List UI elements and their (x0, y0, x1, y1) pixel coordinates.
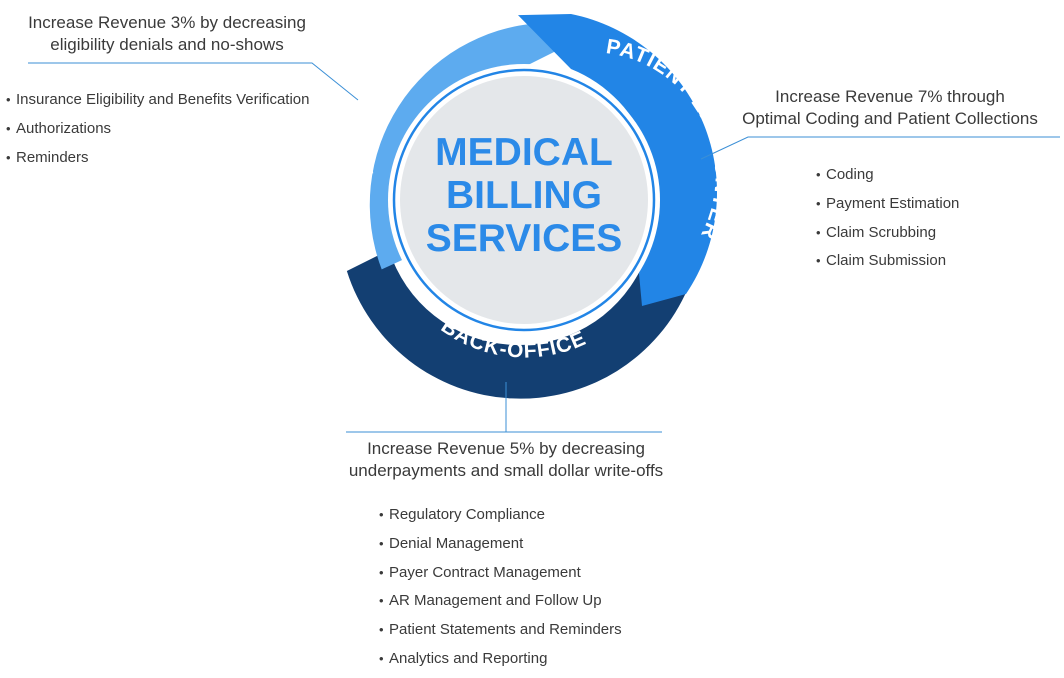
encounter-heading: Increase Revenue 7% through Optimal Codi… (690, 86, 1064, 130)
backoffice-list: Regulatory Compliance Denial Management … (379, 505, 622, 678)
list-item: AR Management and Follow Up (379, 591, 622, 620)
backoffice-heading: Increase Revenue 5% by decreasing underp… (306, 438, 706, 482)
encounter-leader-line (700, 136, 1060, 160)
center-thin-ring (392, 68, 656, 332)
center-title-line3: SERVICES (426, 217, 623, 260)
backoffice-heading-line1: Increase Revenue 5% by decreasing (367, 439, 645, 458)
encounter-heading-line1: Increase Revenue 7% through (775, 87, 1005, 106)
backoffice-heading-line2: underpayments and small dollar write-off… (348, 461, 664, 480)
list-item: Coding (816, 165, 959, 194)
previsit-segment (369, 23, 566, 270)
center-title-line1: MEDICAL (435, 131, 613, 174)
encounter-list: Coding Payment Estimation Claim Scrubbin… (816, 165, 959, 280)
list-item: Patient Statements and Reminders (379, 620, 622, 649)
list-item: Claim Scrubbing (816, 223, 959, 252)
list-item: Denial Management (379, 534, 622, 563)
list-item: Regulatory Compliance (379, 505, 622, 534)
previsit-heading-line1: Increase Revenue 3% by decreasing (28, 13, 306, 32)
previsit-heading: Increase Revenue 3% by decreasing eligib… (0, 12, 334, 56)
center-disc (400, 76, 648, 324)
backoffice-leader-line (346, 382, 662, 433)
list-item: Reminders (6, 148, 310, 177)
list-item: Authorizations (6, 119, 310, 148)
previsit-list: Insurance Eligibility and Benefits Verif… (6, 90, 310, 176)
backoffice-segment (346, 250, 688, 399)
list-item: Analytics and Reporting (379, 649, 622, 678)
list-item: Payer Contract Management (379, 563, 622, 592)
previsit-heading-line2: eligibility denials and no-shows (50, 35, 284, 54)
list-item: Claim Submission (816, 251, 959, 280)
center-title-line2: BILLING (446, 174, 602, 217)
encounter-heading-line2: Optimal Coding and Patient Collections (742, 109, 1038, 128)
encounter-segment (518, 14, 717, 306)
list-item: Payment Estimation (816, 194, 959, 223)
previsit-leader-line (28, 62, 359, 101)
list-item: Insurance Eligibility and Benefits Verif… (6, 90, 310, 119)
